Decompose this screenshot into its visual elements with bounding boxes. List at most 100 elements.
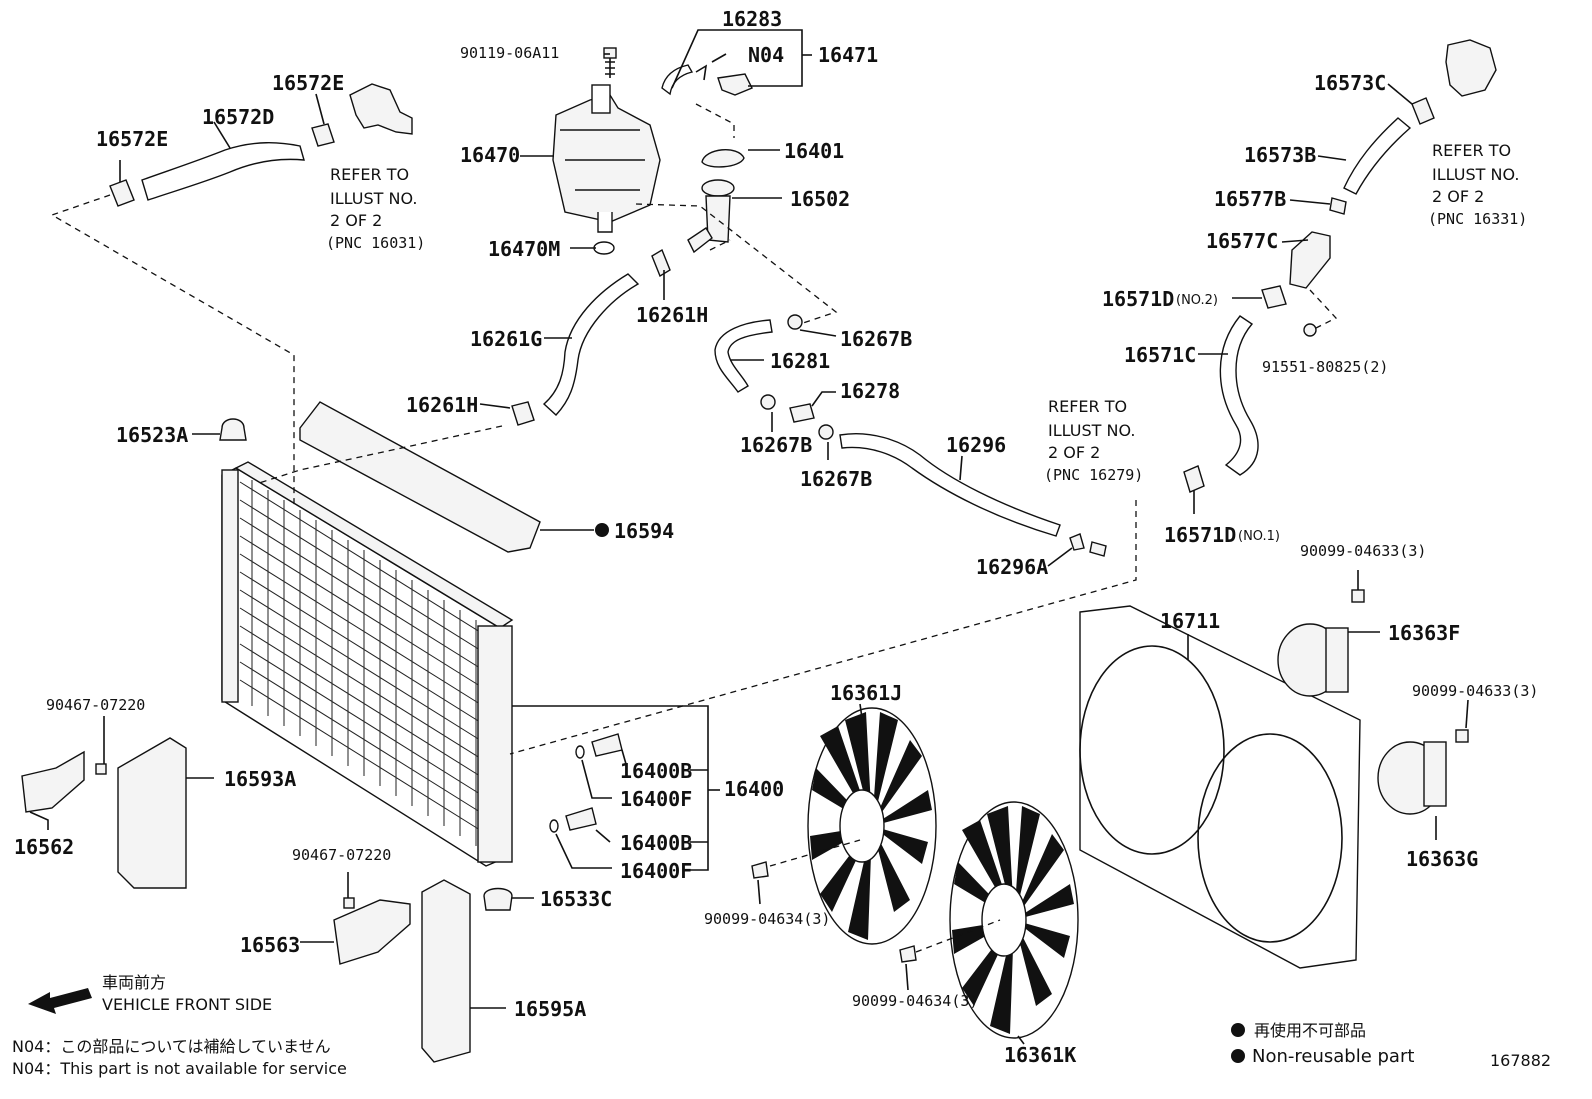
n04-note-jp: N04：この部品については補給していません <box>12 1037 331 1056</box>
label-16562: 16562 <box>14 835 74 859</box>
fan-motor-16363f-drawing <box>1277 623 1349 697</box>
label-90099-04633-a: 90099-04633(3) <box>1300 542 1426 560</box>
label-90119-06a11: 90119-06A11 <box>460 44 559 62</box>
bolt-90119-drawing <box>603 47 617 78</box>
vehicle-front-arrow-icon <box>28 988 92 1014</box>
label-16400f-a: 16400F <box>620 787 692 811</box>
o-ring-16400f-a-drawing <box>575 745 585 759</box>
clip-90467-a-drawing <box>95 763 107 775</box>
label-16595a: 16595A <box>514 997 586 1021</box>
label-16401: 16401 <box>784 139 844 163</box>
label-16533c: 16533C <box>540 887 612 911</box>
leader-lines <box>29 29 1469 1045</box>
refer-note-16279-line1: REFER TO <box>1048 397 1127 416</box>
refer-note-16031-line2: ILLUST NO. <box>330 189 417 208</box>
refer-note-16331-line1: REFER TO <box>1432 141 1511 160</box>
label-16523a: 16523A <box>116 423 188 447</box>
hose-16296-drawing <box>839 433 1061 537</box>
clamp-16571d-no2-drawing <box>1261 285 1287 309</box>
label-16572e-right: 16572E <box>272 71 344 95</box>
label-16571d-no1: 16571D <box>1164 523 1236 547</box>
assembly-dashed-lines <box>50 103 1338 953</box>
non-reusable-bullet-icon-en <box>1231 1049 1245 1063</box>
drain-plug-16400b-b-drawing <box>565 807 597 831</box>
baffle-16593a-drawing <box>117 737 187 889</box>
label-16361j: 16361J <box>830 681 902 705</box>
hose-16283-drawing <box>661 64 694 96</box>
seal-16562-drawing <box>21 750 85 813</box>
refer-note-16031-line1: REFER TO <box>330 165 409 184</box>
sensor-16471-drawing <box>717 73 753 96</box>
label-16278: 16278 <box>840 379 900 403</box>
clamp-16267b-a-drawing <box>787 314 803 330</box>
label-16563: 16563 <box>240 933 300 957</box>
label-16571d-no2-note: (NO.2) <box>1176 293 1218 308</box>
label-16573b: 16573B <box>1244 143 1316 167</box>
label-16363f: 16363F <box>1388 621 1460 645</box>
n04-note-en: N04：This part is not available for servi… <box>12 1059 347 1078</box>
radiator-drawing <box>221 461 514 867</box>
refer-note-16031-line3: 2 OF 2 <box>330 211 382 230</box>
label-16502: 16502 <box>790 187 850 211</box>
clip-90467-b-drawing <box>343 897 355 909</box>
clamp-16571d-no1-drawing <box>1183 465 1205 493</box>
inlet-fitting-16031-drawing <box>349 83 413 135</box>
baffle-16595a-drawing <box>421 879 471 1063</box>
clamp-16572e-left-drawing <box>109 179 135 207</box>
reservoir-tank-drawing <box>552 84 661 255</box>
bolt-91551-drawing <box>1303 323 1317 337</box>
water-outlet-16502-drawing <box>687 179 735 254</box>
non-reusable-jp: 再使用不可部品 <box>1254 1021 1366 1040</box>
fan-motor-16363g-drawing <box>1377 741 1447 815</box>
mount-16523a-drawing <box>219 418 247 441</box>
label-16471: 16471 <box>818 43 878 67</box>
refer-note-16279-line2: ILLUST NO. <box>1048 421 1135 440</box>
bolt-90099-04633-a-drawing <box>1351 589 1365 603</box>
vehicle-front-en: VEHICLE FRONT SIDE <box>102 995 272 1014</box>
hose-16571c-drawing <box>1219 315 1259 476</box>
label-16572d: 16572D <box>202 105 274 129</box>
label-16571d-no1-note: (NO.1) <box>1238 529 1280 544</box>
label-16572e-left: 16572E <box>96 127 168 151</box>
label-16361k: 16361K <box>1004 1043 1076 1067</box>
label-90099-04634-a: 90099-04634(3) <box>704 910 830 928</box>
label-16470: 16470 <box>460 143 520 167</box>
bolt-90099-04634-a-drawing <box>751 861 769 879</box>
label-16577b: 16577B <box>1214 187 1286 211</box>
label-n04: N04 <box>748 43 784 67</box>
refer-note-pnc-16279: REFER TO ILLUST NO. 2 OF 2 (PNC 16279) <box>1044 397 1143 484</box>
label-16593a: 16593A <box>224 767 296 791</box>
radiator-support-16594-drawing <box>299 401 541 553</box>
label-90099-04634-b: 90099-04634(3) <box>852 992 978 1010</box>
label-16400f-b: 16400F <box>620 859 692 883</box>
refer-note-16031-line4: (PNC 16031) <box>326 234 425 252</box>
label-16261h-upper: 16261H <box>636 303 708 327</box>
refer-note-16279-line3: 2 OF 2 <box>1048 443 1100 462</box>
label-16470m: 16470M <box>488 237 560 261</box>
refer-note-16279-line4: (PNC 16279) <box>1044 466 1143 484</box>
bolt-90099-04634-b-drawing <box>899 945 917 963</box>
clip-n04-drawing <box>695 64 708 81</box>
clamp-16267b-b-drawing <box>760 394 776 410</box>
label-90099-04633-b: 90099-04633(3) <box>1412 682 1538 700</box>
clamp-16267b-c-drawing <box>818 424 834 440</box>
label-16296: 16296 <box>946 433 1006 457</box>
mount-16533c-drawing <box>483 887 513 911</box>
fan-16361k-drawing <box>949 801 1079 1039</box>
clamp-16573c-drawing <box>1411 97 1435 125</box>
fan-shroud-16711-drawing <box>1079 605 1361 969</box>
label-16400b-b: 16400B <box>620 831 692 855</box>
label-16571c: 16571C <box>1124 343 1196 367</box>
label-16594: 16594 <box>614 519 674 543</box>
housing-16577c-drawing <box>1289 231 1331 289</box>
refer-note-pnc-16031: REFER TO ILLUST NO. 2 OF 2 (PNC 16031) <box>326 165 425 252</box>
vehicle-front-jp: 車両前方 <box>102 973 166 992</box>
label-16363g: 16363G <box>1406 847 1478 871</box>
illustration-number: 167882 <box>1490 1051 1551 1070</box>
clamp-16261h-upper-drawing <box>651 248 671 278</box>
label-91551-80825: 91551-80825(2) <box>1262 358 1388 376</box>
non-reusable-marker-16594 <box>595 523 609 537</box>
drain-plug-16400b-a-drawing <box>591 733 623 757</box>
label-16261g: 16261G <box>470 327 542 351</box>
